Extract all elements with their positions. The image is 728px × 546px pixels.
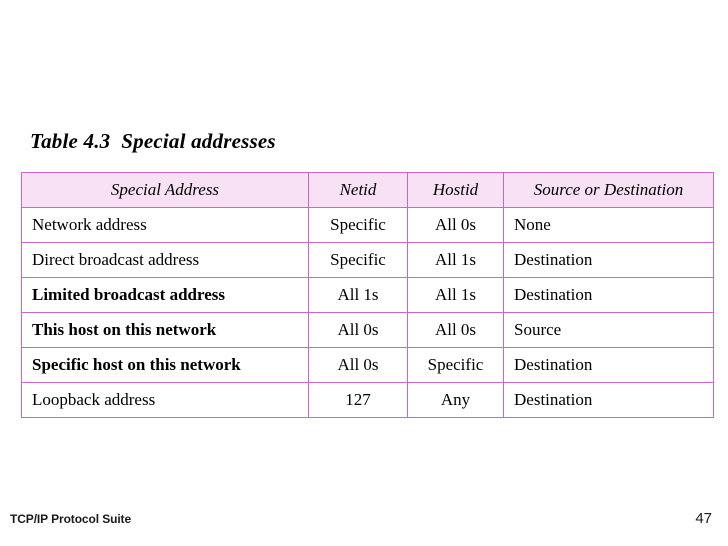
table-body: Network address Specific All 0s None Dir…: [21, 207, 714, 418]
cell-source-or-destination: Destination: [503, 277, 714, 313]
cell-special-address: Limited broadcast address: [21, 277, 309, 313]
cell-netid: All 0s: [308, 347, 408, 383]
cell-special-address: Specific host on this network: [21, 347, 309, 383]
cell-hostid: Any: [407, 382, 504, 418]
table-row: Limited broadcast address All 1s All 1s …: [21, 277, 714, 313]
cell-netid: All 0s: [308, 312, 408, 348]
cell-source-or-destination: Destination: [503, 347, 714, 383]
table-row: Network address Specific All 0s None: [21, 207, 714, 243]
footer-page-number: 47: [695, 510, 712, 527]
cell-special-address: Direct broadcast address: [21, 242, 309, 278]
cell-netid: Specific: [308, 242, 408, 278]
cell-special-address: This host on this network: [21, 312, 309, 348]
cell-source-or-destination: Destination: [503, 382, 714, 418]
special-addresses-table: Special Address Netid Hostid Source or D…: [21, 172, 714, 418]
cell-hostid: All 0s: [407, 207, 504, 243]
table-row: Loopback address 127 Any Destination: [21, 382, 714, 418]
column-header-special-address: Special Address: [21, 172, 309, 208]
column-header-netid: Netid: [308, 172, 408, 208]
cell-source-or-destination: Source: [503, 312, 714, 348]
cell-source-or-destination: None: [503, 207, 714, 243]
table-row: Direct broadcast address Specific All 1s…: [21, 242, 714, 278]
cell-netid: 127: [308, 382, 408, 418]
table-header-row: Special Address Netid Hostid Source or D…: [21, 172, 714, 208]
table-title: Table 4.3 Special addresses: [30, 129, 276, 153]
column-header-hostid: Hostid: [407, 172, 504, 208]
cell-netid: Specific: [308, 207, 408, 243]
table-container: Special Address Netid Hostid Source or D…: [21, 172, 714, 418]
cell-hostid: All 1s: [407, 242, 504, 278]
table-row: Specific host on this network All 0s Spe…: [21, 347, 714, 383]
column-header-source-or-destination: Source or Destination: [503, 172, 714, 208]
cell-special-address: Network address: [21, 207, 309, 243]
cell-hostid: All 1s: [407, 277, 504, 313]
table-row: This host on this network All 0s All 0s …: [21, 312, 714, 348]
footer-book-title: TCP/IP Protocol Suite: [10, 512, 132, 526]
cell-netid: All 1s: [308, 277, 408, 313]
table-header: Special Address Netid Hostid Source or D…: [21, 172, 714, 208]
cell-special-address: Loopback address: [21, 382, 309, 418]
cell-source-or-destination: Destination: [503, 242, 714, 278]
cell-hostid: Specific: [407, 347, 504, 383]
cell-hostid: All 0s: [407, 312, 504, 348]
